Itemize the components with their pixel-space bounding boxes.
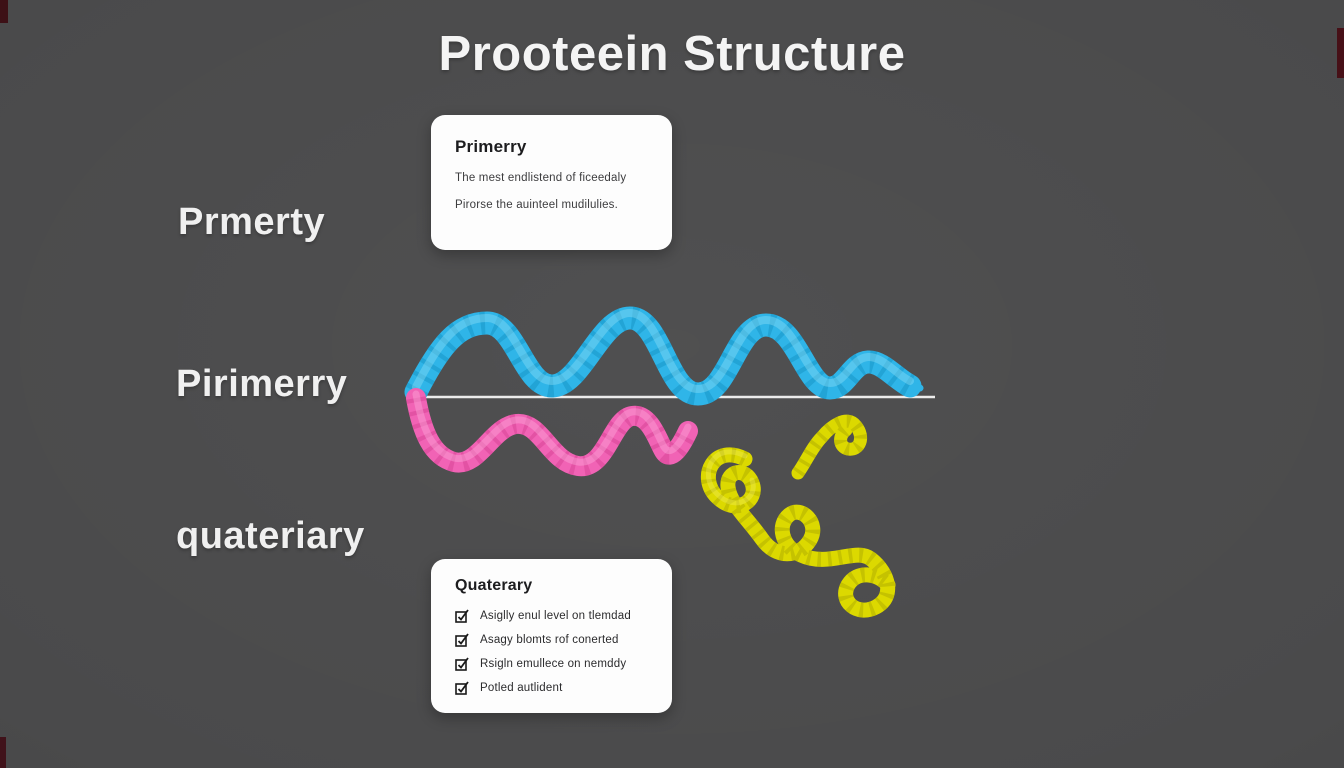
helix-blue — [404, 306, 924, 406]
helix-pink — [406, 388, 698, 477]
row-label-secondary: Pirimerry — [176, 363, 348, 405]
helix-yellow — [700, 447, 896, 618]
primary-card-line: Pirorse the auinteel mudilulies. — [455, 199, 619, 211]
checkbox-checked-icon — [455, 681, 469, 695]
checklist-item: Rsigln emullece on nemddy — [455, 657, 648, 671]
checklist-item: Asagy blomts rof conerted — [455, 633, 648, 647]
page-title: Prooteein Structure — [438, 27, 906, 81]
primary-card-heading: Primerry — [455, 137, 527, 156]
checklist-item: Potled autlident — [455, 681, 648, 695]
checklist-item-label: Rsigln emullece on nemddy — [480, 658, 627, 670]
primary-info-card: Primerry The mest endlistend of ficeedal… — [431, 115, 672, 250]
helix-yellow-fragment — [791, 414, 868, 480]
quaternary-info-card: Quaterary Asiglly enul level on tlemdad … — [431, 559, 672, 713]
checkbox-checked-icon — [455, 609, 469, 623]
row-label-primary: Prmerty — [178, 201, 326, 243]
checklist-item: Asiglly enul level on tlemdad — [455, 609, 648, 623]
row-label-quaternary: quateriary — [176, 515, 365, 557]
quaternary-card-heading: Quaterary — [455, 577, 533, 594]
checklist-item-label: Asagy blomts rof conerted — [480, 634, 619, 646]
checkbox-checked-icon — [455, 657, 469, 671]
checklist-item-label: Asiglly enul level on tlemdad — [480, 610, 631, 622]
checklist-item-label: Potled autlident — [480, 682, 563, 694]
checkbox-checked-icon — [455, 633, 469, 647]
primary-card-line: The mest endlistend of ficeedaly — [455, 172, 627, 184]
